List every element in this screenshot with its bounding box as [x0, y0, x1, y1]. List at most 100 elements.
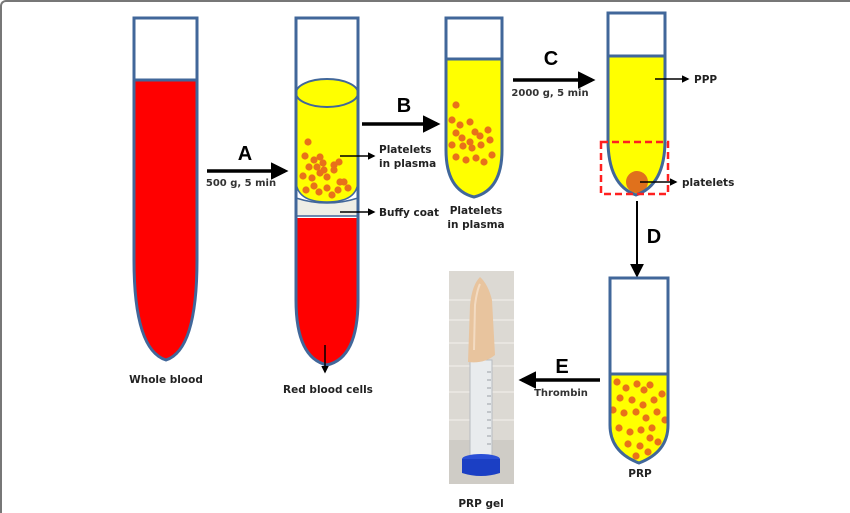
step-d: D — [630, 201, 661, 278]
step-c-letter: C — [544, 48, 558, 70]
platelet-dot — [458, 134, 466, 142]
ppp-label: PPP — [694, 74, 717, 86]
tube-graduations — [487, 371, 491, 445]
platelet-dot — [330, 166, 338, 174]
platelet-dot — [323, 184, 331, 192]
platelet-dot — [340, 178, 348, 186]
platelet-dot — [633, 380, 641, 388]
platelets-in-plasma-label-1: Platelets — [379, 144, 432, 156]
plasma-tube-label-1: Platelets — [450, 205, 503, 217]
platelet-pellet — [626, 171, 648, 193]
platelets-pellet-label: platelets — [682, 177, 734, 189]
platelet-dot — [456, 121, 464, 129]
platelet-dot — [462, 156, 470, 164]
platelet-dot — [620, 409, 628, 417]
buffy-coat-label: Buffy coat — [379, 207, 439, 219]
platelet-dot — [644, 448, 652, 456]
platelet-dot — [626, 428, 634, 436]
step-d-letter: D — [647, 226, 661, 248]
centrifuged-tube: Platelets in plasma Buffy coat Red blood… — [283, 16, 439, 396]
platelet-dot — [484, 126, 492, 134]
platelet-dot — [632, 452, 640, 460]
platelet-dot — [452, 153, 460, 161]
prp-fill — [610, 374, 668, 463]
prp-gel-label: PRP gel — [458, 498, 503, 510]
platelet-dot — [301, 152, 309, 160]
platelet-dot — [653, 408, 661, 416]
platelet-dots-plasma — [448, 101, 496, 166]
tube-transparent-body — [469, 359, 493, 461]
plasma-tube: Platelets in plasma — [444, 16, 505, 231]
step-b: B — [362, 95, 441, 133]
platelet-dot — [624, 440, 632, 448]
whole-blood-tube-outline — [132, 16, 199, 362]
red-blood-cells-layer — [296, 218, 358, 365]
platelet-dot — [488, 151, 496, 159]
platelet-dot — [658, 390, 666, 398]
prp-gel-highlight — [473, 283, 481, 351]
plasma-fill — [446, 59, 502, 197]
step-b-letter: B — [397, 95, 411, 117]
platelet-dot — [308, 174, 316, 182]
ppp-tube: PPP platelets — [599, 11, 734, 197]
platelet-dot — [448, 141, 456, 149]
platelet-dot — [448, 116, 456, 124]
platelet-dot — [472, 154, 480, 162]
step-e-condition: Thrombin — [534, 388, 588, 399]
prp-gel-photo: PRP gel — [449, 271, 514, 510]
step-a-condition: 500 g, 5 min — [206, 178, 276, 189]
step-c: C 2000 g, 5 min — [511, 48, 596, 99]
step-c-condition: 2000 g, 5 min — [511, 88, 588, 99]
platelet-dot — [304, 138, 312, 146]
platelet-dot — [302, 186, 310, 194]
platelet-dot — [613, 378, 621, 386]
platelet-dot — [639, 401, 647, 409]
platelet-dot — [305, 163, 313, 171]
platelet-dot — [316, 169, 324, 177]
platelet-dot — [636, 442, 644, 450]
platelet-dot — [344, 184, 352, 192]
prp-tube-outline — [608, 276, 670, 465]
platelet-dot — [486, 136, 494, 144]
platelet-dot — [646, 381, 654, 389]
platelet-dot — [477, 141, 485, 149]
prp-label: PRP — [628, 468, 652, 480]
platelet-dot — [316, 153, 324, 161]
platelets-in-plasma-label-2: in plasma — [379, 158, 436, 170]
step-a: A 500 g, 5 min — [206, 143, 289, 189]
tube-cap — [462, 459, 500, 476]
platelet-dot — [476, 132, 484, 140]
platelet-dot — [646, 434, 654, 442]
platelet-dot — [642, 414, 650, 422]
platelet-dot — [622, 384, 630, 392]
platelet-dot — [323, 173, 331, 181]
step-a-letter: A — [238, 143, 252, 165]
platelet-dot — [650, 396, 658, 404]
platelet-dots-centrifuged — [299, 138, 352, 199]
platelet-dot — [628, 396, 636, 404]
platelet-pellet-highlight-box — [599, 140, 670, 196]
platelet-dot — [328, 191, 336, 199]
centrifuged-tube-outline — [294, 16, 360, 367]
platelet-dot — [319, 159, 327, 167]
platelet-dot — [468, 144, 476, 152]
platelet-dot — [310, 156, 318, 164]
platelet-dot — [335, 158, 343, 166]
platelet-dot — [310, 182, 318, 190]
platelet-dot — [640, 386, 648, 394]
platelet-dot — [616, 394, 624, 402]
platelet-dot — [480, 158, 488, 166]
plasma-tube-label-2: in plasma — [447, 219, 504, 231]
platelet-dot — [637, 426, 645, 434]
whole-blood-fill — [134, 80, 197, 360]
platelet-dot — [334, 186, 342, 194]
platelet-dot — [315, 188, 323, 196]
platelet-dot — [313, 163, 321, 171]
step-e: E Thrombin — [518, 356, 600, 399]
platelet-dot — [459, 142, 467, 150]
platelet-dot — [654, 438, 662, 446]
platelet-dot — [452, 129, 460, 137]
whole-blood-label: Whole blood — [129, 374, 203, 386]
platelet-dot — [615, 424, 623, 432]
